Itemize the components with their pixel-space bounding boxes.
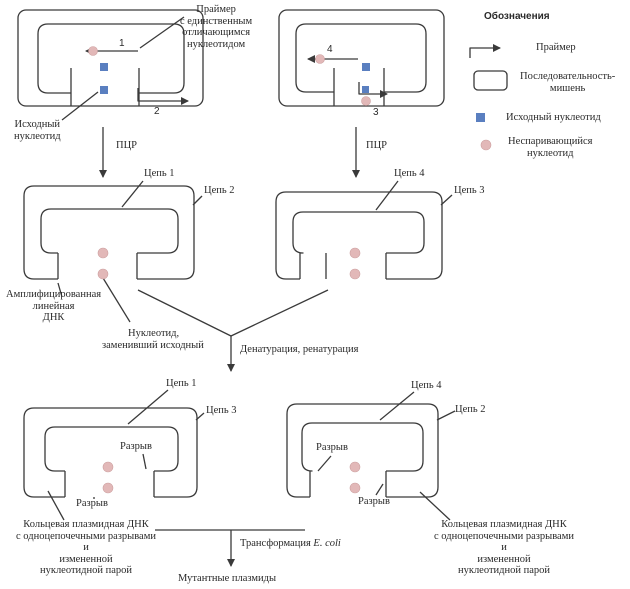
bottom-left-strand1-leader bbox=[127, 389, 169, 425]
legend-target-line1: Последовательность- bbox=[520, 71, 616, 82]
original-nucleotide-label: Исходный нуклеотид bbox=[14, 119, 61, 142]
bottom-left-break-outer-label: Разрыв bbox=[76, 498, 108, 509]
plasmid-middle-left bbox=[23, 185, 195, 280]
plasmid-middle-right bbox=[275, 191, 443, 280]
primer-3-mismatch bbox=[361, 96, 371, 106]
primer-2-arrow bbox=[137, 88, 189, 105]
primer-note-line3: отличающимся bbox=[182, 27, 251, 38]
denaturation-merge-lines bbox=[137, 289, 329, 372]
amplified-line1: Амплифицированная bbox=[6, 289, 102, 300]
bottom-right-strand2-label: Цепь 2 bbox=[455, 404, 486, 415]
primer-note-line4: нуклеотидом bbox=[186, 38, 246, 50]
left-caption-line4: измененной bbox=[59, 553, 113, 565]
bottom-left-break-leader-inner bbox=[142, 453, 147, 470]
amplified-line3: ДНК bbox=[42, 312, 65, 323]
bottom-right-caption-leader bbox=[419, 491, 451, 521]
bottom-left-caption-leader bbox=[47, 490, 65, 521]
right-caption-line4: измененной bbox=[477, 553, 531, 565]
right-caption-line1: Кольцевая плазмидная ДНК bbox=[441, 519, 567, 530]
legend-original-nucleotide-icon bbox=[476, 113, 485, 122]
original-label-line1: Исходный bbox=[14, 119, 61, 130]
replaced-line1: Нуклеотид, bbox=[128, 328, 180, 339]
legend-title: Обозначения bbox=[484, 11, 550, 22]
right-caption-line3: и bbox=[501, 542, 507, 553]
transformation-merge-lines bbox=[155, 529, 305, 567]
middle-right-strand4-leader bbox=[375, 180, 399, 211]
left-caption: Кольцевая плазмидная ДНК с одноцепочечны… bbox=[6, 519, 166, 577]
primer-note: Праймер с единственным отличающимся нукл… bbox=[180, 4, 252, 50]
legend-original-label: Исходный нуклеотид bbox=[506, 112, 601, 123]
primer-1-label: 1 bbox=[119, 38, 125, 49]
original-nucleotide-markers bbox=[100, 63, 485, 122]
primer-4-label: 4 bbox=[327, 44, 333, 55]
left-caption-line5: нуклеотидной парой bbox=[39, 565, 133, 576]
middle-right-strand3-label: Цепь 3 bbox=[454, 185, 485, 196]
pcr-left-label: ПЦР bbox=[116, 140, 138, 151]
bottom-left-strand1-label: Цепь 1 bbox=[166, 378, 197, 389]
primer-note-line2: с единственным bbox=[180, 15, 253, 27]
bottom-right-break-inner-label: Разрыв bbox=[316, 442, 348, 453]
middle-left-strand1-label: Цепь 1 bbox=[144, 168, 175, 179]
denaturation-label: Денатурация, ренатурация bbox=[240, 344, 359, 355]
bottom-right-break-leader-outer bbox=[375, 483, 384, 496]
plasmid-bottom-left bbox=[23, 407, 198, 498]
plasmid-bottom-right bbox=[286, 403, 439, 498]
bottom-right-break-leader-inner bbox=[317, 455, 332, 472]
bottom-right-break-outer-label: Разрыв bbox=[358, 496, 390, 507]
legend-unpaired-nucleotide-icon bbox=[480, 139, 492, 151]
middle-left-strand1-leader bbox=[121, 180, 144, 208]
original-nucleotide-leader bbox=[61, 91, 99, 121]
primer-note-leader bbox=[139, 16, 185, 49]
primer-3-arrow bbox=[358, 82, 388, 98]
bottom-right-strand2-leader bbox=[436, 410, 456, 421]
legend-unpaired-label: Неспаривающийся нуклеотид bbox=[508, 136, 592, 159]
amplified-line2: линейная bbox=[32, 300, 75, 312]
amplified-dna-leader bbox=[57, 282, 63, 298]
legend-target-label: Последовательность- мишень bbox=[520, 71, 615, 94]
unpaired-nucleotide-markers bbox=[88, 46, 492, 494]
primer-2-label: 2 bbox=[154, 106, 160, 117]
replaced-line2: заменивший исходный bbox=[102, 339, 204, 351]
bottom-left-strand3-leader bbox=[195, 412, 205, 421]
plasmid-top-left bbox=[17, 9, 204, 107]
original-label-line2: нуклеотид bbox=[14, 130, 61, 142]
primer-4-mismatch bbox=[315, 54, 325, 64]
left-caption-line3: и bbox=[83, 542, 89, 553]
middle-left-strand2-label: Цепь 2 bbox=[204, 185, 235, 196]
right-caption-line2: с одноцепочечными разрывами bbox=[434, 530, 574, 542]
transformation-prefix: Трансформация bbox=[240, 538, 314, 549]
right-caption-line5: нуклеотидной парой bbox=[457, 565, 551, 576]
legend-target-line2: мишень bbox=[549, 82, 586, 94]
replaced-nucleotide-leader bbox=[102, 277, 131, 323]
primer-3-label: 3 bbox=[373, 107, 379, 118]
transformation-label: Трансформация E. coli bbox=[240, 538, 341, 550]
replaced-nucleotide-label: Нуклеотид, заменивший исходный bbox=[102, 328, 204, 351]
middle-right-strand4-label: Цепь 4 bbox=[394, 168, 425, 179]
right-caption: Кольцевая плазмидная ДНК с одноцепочечны… bbox=[424, 519, 584, 577]
legend-unpaired-line2: нуклеотид bbox=[526, 147, 574, 159]
legend-primer-label: Праймер bbox=[536, 42, 576, 53]
primer-1-mismatch bbox=[88, 46, 98, 56]
bottom-right-strand4-leader bbox=[379, 391, 415, 421]
legend-unpaired-line1: Неспаривающийся bbox=[508, 136, 593, 147]
left-caption-line1: Кольцевая плазмидная ДНК bbox=[23, 519, 149, 530]
plasmid-top-right bbox=[278, 9, 445, 107]
legend-target-sequence-icon bbox=[473, 70, 508, 91]
amplified-dna-label: Амплифицированная линейная ДНК bbox=[6, 289, 101, 324]
bottom-left-break-inner-label: Разрыв bbox=[120, 441, 152, 452]
bottom-right-strand4-label: Цепь 4 bbox=[411, 380, 442, 391]
transformation-organism: E. coli bbox=[313, 538, 341, 549]
legend-primer-icon bbox=[469, 44, 501, 58]
middle-left-strand2-leader bbox=[192, 195, 203, 206]
primer-note-line1: Праймер bbox=[196, 4, 236, 15]
left-caption-line2: с одноцепочечными разрывами bbox=[16, 530, 156, 542]
middle-right-strand3-leader bbox=[440, 194, 453, 206]
mutant-plasmids-label: Мутантные плазмиды bbox=[178, 573, 277, 584]
bottom-left-strand3-label: Цепь 3 bbox=[206, 405, 237, 416]
pcr-right-label: ПЦР bbox=[366, 140, 388, 151]
